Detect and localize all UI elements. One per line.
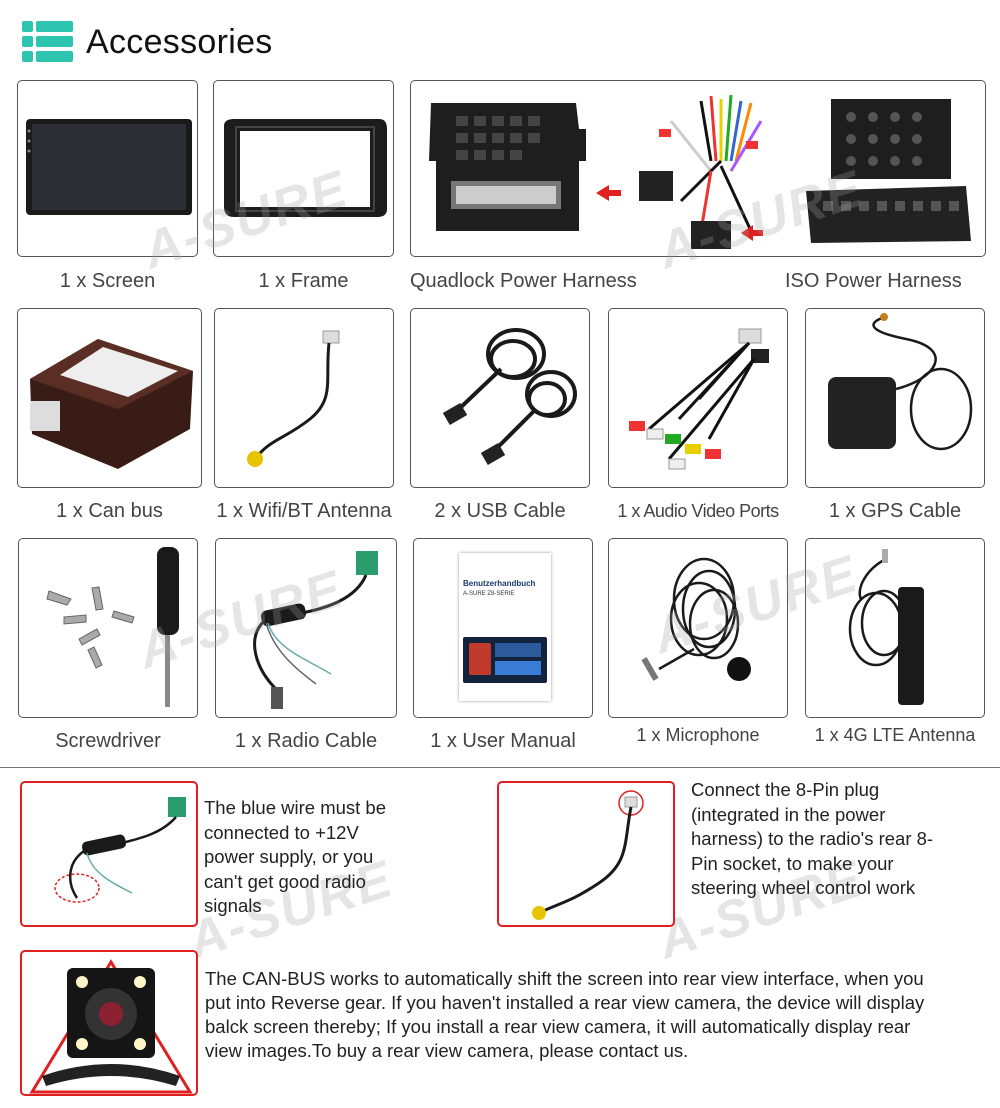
item-caption: ISO Power Harness	[785, 270, 962, 292]
wifi-bt-antenna-image	[214, 308, 394, 488]
frame-image	[213, 80, 394, 257]
user-manual-image: Benutzerhandbuch A-SURE Z8-SERIE	[413, 538, 593, 718]
note-canbus-reverse: The CAN-BUS works to automatically shift…	[205, 968, 925, 1061]
note-blue-wire: The blue wire must be connected to +12V …	[204, 797, 387, 916]
manual-title: Benutzerhandbuch	[463, 579, 536, 588]
rear-camera-image	[20, 950, 198, 1096]
item-caption: 1 x User Manual	[430, 730, 576, 752]
gps-cable-image	[805, 308, 985, 488]
usb-cable-image	[410, 308, 590, 488]
item-caption: 1 x Can bus	[56, 500, 163, 522]
radio-cable-note-image	[20, 781, 198, 927]
manual-screen-picture	[463, 637, 547, 683]
item-caption: 1 x Screen	[59, 270, 156, 292]
manual-subtitle: A-SURE Z8-SERIE	[463, 591, 515, 597]
screwdriver-image	[18, 538, 198, 718]
item-caption: 1 x Radio Cable	[234, 730, 378, 752]
section-divider	[0, 767, 1000, 768]
list-icon	[22, 21, 74, 63]
audio-video-ports-image	[608, 308, 788, 488]
item-caption: 1 x GPS Cable	[828, 500, 962, 522]
item-caption: Quadlock Power Harness	[410, 270, 637, 292]
item-caption: 1 x Frame	[258, 270, 349, 292]
item-caption: 1 x Wifi/BT Antenna	[216, 500, 392, 522]
radio-cable-image	[215, 538, 397, 718]
manual-booklet: Benutzerhandbuch A-SURE Z8-SERIE	[459, 553, 551, 701]
lte-antenna-image	[805, 538, 985, 718]
screen-image	[17, 80, 198, 257]
page-title: Accessories	[86, 22, 273, 61]
note-steering-plug: Connect the 8-Pin plug (integrated in th…	[691, 779, 934, 898]
wifi-antenna-note-image	[497, 781, 675, 927]
item-caption: 1 x Microphone	[636, 725, 760, 745]
canbus-image	[17, 308, 202, 488]
microphone-image	[608, 538, 788, 718]
section-header: Accessories	[22, 20, 273, 64]
item-caption: 1 x Audio Video Ports	[617, 501, 779, 521]
item-caption: 2 x USB Cable	[434, 500, 566, 522]
power-harness-image	[410, 80, 986, 257]
item-caption: 1 x 4G LTE Antenna	[814, 725, 976, 745]
item-caption: Screwdriver	[55, 730, 161, 752]
